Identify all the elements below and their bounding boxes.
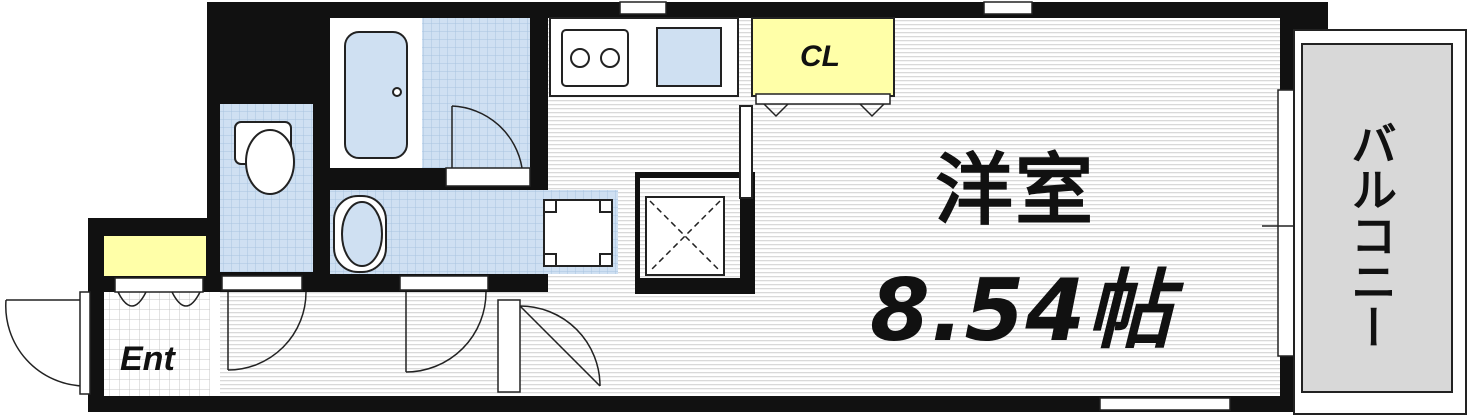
bathroom-door-icon xyxy=(445,105,531,187)
entrance-label: Ent xyxy=(120,340,175,378)
entrance-shoebox xyxy=(104,236,206,276)
toilet-door-icon xyxy=(221,275,307,371)
window-top-left xyxy=(619,1,667,15)
window-top-right xyxy=(983,1,1033,15)
entrance-floor xyxy=(104,292,212,396)
main-room-name: 洋室 xyxy=(935,146,1096,236)
balcony-area xyxy=(1293,29,1467,415)
bathtub-drain-icon xyxy=(392,87,402,97)
closet-label: CL xyxy=(800,40,840,73)
washer-drain-icon xyxy=(649,200,721,272)
closet-area xyxy=(751,17,895,97)
window-bottom xyxy=(1099,397,1231,411)
washing-machine-pan-icon xyxy=(543,199,613,267)
room-door-icon xyxy=(497,299,601,393)
bathtub-icon xyxy=(344,31,408,159)
wash-basin-icon xyxy=(333,195,387,273)
main-room-size: 8.54帖 xyxy=(870,261,1174,361)
entrance-folding-door-icon xyxy=(114,277,204,307)
kitchen-wall-stub xyxy=(739,105,753,199)
toilet-icon xyxy=(234,121,295,195)
closet-door-icon xyxy=(755,93,891,118)
entrance-threshold xyxy=(210,292,220,396)
stove-icon xyxy=(561,29,629,87)
balcony-label: バルコニー xyxy=(1344,120,1398,350)
washroom-door-icon xyxy=(399,275,489,373)
front-door-icon xyxy=(5,291,91,395)
sink-icon xyxy=(656,27,722,87)
